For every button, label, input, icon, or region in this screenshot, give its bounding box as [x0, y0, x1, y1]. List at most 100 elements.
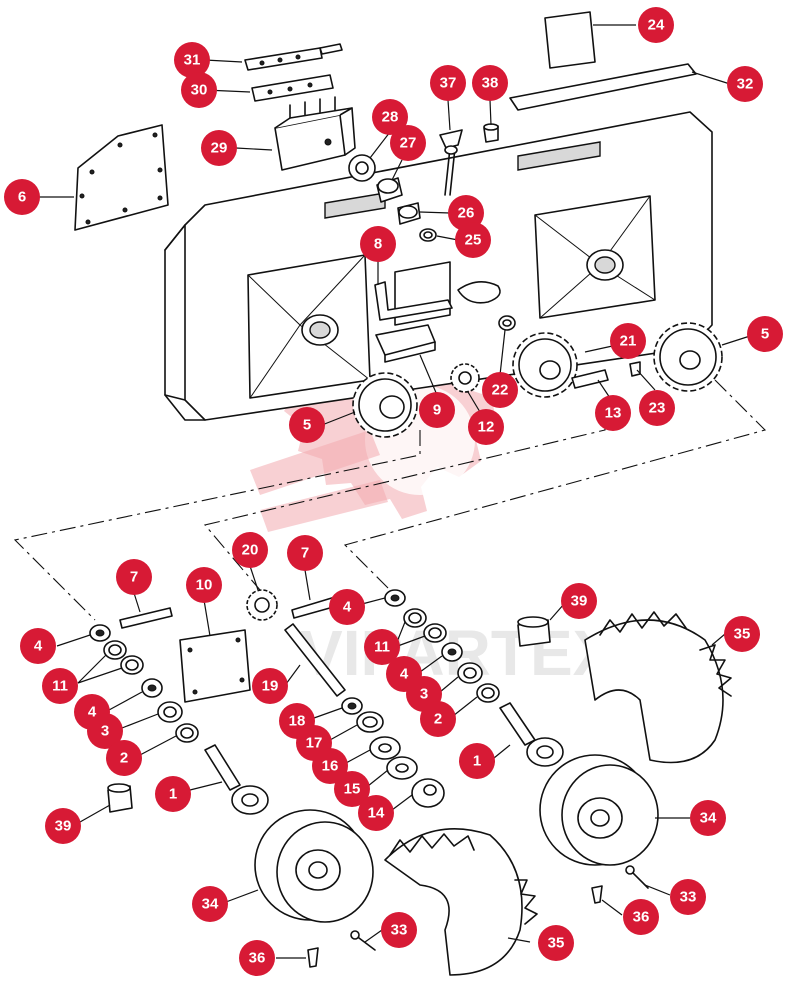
bearing-18 [341, 697, 363, 715]
axle-shaft-1-right [499, 702, 564, 767]
chain-7-left [119, 607, 173, 629]
ring-3-left [157, 701, 183, 723]
svg-text:23: 23 [649, 400, 666, 417]
svg-text:2: 2 [434, 711, 442, 728]
svg-text:24: 24 [648, 17, 665, 34]
svg-text:10: 10 [196, 577, 213, 594]
callout-1-left: 1 [155, 776, 191, 812]
svg-text:25: 25 [465, 232, 482, 249]
callout-3-left: 3 [87, 713, 123, 749]
svg-text:19: 19 [262, 678, 279, 695]
svg-text:21: 21 [620, 333, 637, 350]
bolt-33-right [625, 865, 649, 889]
svg-text:39: 39 [571, 593, 588, 610]
svg-text:36: 36 [249, 950, 266, 967]
callout-34-right: 34 [690, 800, 726, 836]
svg-text:11: 11 [374, 639, 390, 656]
svg-text:32: 32 [737, 76, 754, 93]
callout-14: 14 [358, 795, 394, 831]
svg-text:9: 9 [433, 402, 441, 419]
svg-text:34: 34 [700, 810, 717, 827]
svg-text:26: 26 [458, 205, 475, 222]
bracket-30 [251, 74, 334, 102]
callout-35-upper: 35 [724, 616, 760, 652]
svg-text:1: 1 [169, 786, 177, 803]
callout-29: 29 [201, 130, 237, 166]
svg-text:7: 7 [301, 545, 309, 562]
svg-text:34: 34 [202, 896, 219, 913]
flange-15 [386, 756, 418, 780]
svg-text:2: 2 [120, 750, 128, 767]
shaft-19 [284, 623, 346, 697]
svg-text:4: 4 [34, 638, 43, 655]
svg-text:3: 3 [101, 723, 109, 740]
sprocket-5-left [352, 372, 418, 438]
callout-16: 16 [312, 748, 348, 784]
callout-9: 9 [419, 392, 455, 428]
svg-text:4: 4 [88, 704, 97, 721]
svg-text:20: 20 [242, 542, 259, 559]
callout-8: 8 [360, 226, 396, 262]
callout-4-mid-top: 4 [329, 589, 365, 625]
callout-30: 30 [181, 72, 217, 108]
sleeve-27 [376, 177, 403, 203]
rim-34-left [254, 809, 374, 923]
callout-39-right: 39 [561, 583, 597, 619]
callout-36-right: 36 [623, 899, 659, 935]
svg-text:22: 22 [492, 382, 509, 399]
svg-text:28: 28 [382, 109, 399, 126]
callout-34-left: 34 [192, 886, 228, 922]
block-29 [274, 96, 356, 171]
callout-24: 24 [638, 7, 674, 43]
callout-28: 28 [372, 99, 408, 135]
bearing-4-right [441, 642, 463, 662]
svg-text:30: 30 [191, 82, 208, 99]
svg-text:4: 4 [400, 666, 409, 683]
flange-16 [369, 736, 401, 760]
ring-2-right [476, 683, 500, 703]
callout-15: 15 [334, 771, 370, 807]
callout-12: 12 [468, 409, 504, 445]
washer-25 [419, 228, 437, 242]
callout-13: 13 [595, 395, 631, 431]
axle-housing [164, 111, 713, 421]
ring-17 [356, 711, 384, 733]
callout-5-right: 5 [747, 316, 783, 352]
callout-31: 31 [174, 42, 210, 78]
callout-4-left-top: 4 [20, 628, 56, 664]
bearing-4-left [141, 678, 163, 698]
callout-10: 10 [186, 567, 222, 603]
callout-22: 22 [482, 372, 518, 408]
valve-36-right [591, 885, 603, 904]
svg-text:27: 27 [400, 135, 417, 152]
svg-text:13: 13 [605, 405, 622, 422]
svg-text:16: 16 [322, 758, 339, 775]
callout-35-lower: 35 [538, 925, 574, 961]
chain-link-13 [571, 369, 609, 389]
svg-text:37: 37 [440, 75, 457, 92]
axle-shaft-1-left [204, 744, 269, 815]
svg-text:35: 35 [734, 626, 751, 643]
callout-32: 32 [727, 66, 763, 102]
svg-text:33: 33 [680, 889, 697, 906]
callout-26: 26 [448, 195, 484, 231]
svg-text:6: 6 [18, 189, 26, 206]
bracket-31 [244, 43, 343, 71]
svg-text:4: 4 [343, 599, 352, 616]
callout-7-left: 7 [116, 559, 152, 595]
svg-text:35: 35 [548, 935, 565, 952]
callout-37: 37 [430, 65, 466, 101]
sprocket-12 [450, 363, 480, 393]
svg-text:7: 7 [130, 569, 138, 586]
ring-3-right [457, 662, 483, 684]
lever-37 [439, 129, 463, 196]
callout-36-left: 36 [239, 940, 275, 976]
svg-text:8: 8 [374, 236, 382, 253]
strip-plate-32 [509, 63, 697, 111]
callout-2-left: 2 [106, 740, 142, 776]
svg-text:31: 31 [184, 52, 201, 69]
svg-text:39: 39 [55, 818, 72, 835]
sprocket-21 [512, 332, 578, 398]
hub-14 [411, 778, 445, 808]
tire-35-upper [584, 611, 732, 764]
